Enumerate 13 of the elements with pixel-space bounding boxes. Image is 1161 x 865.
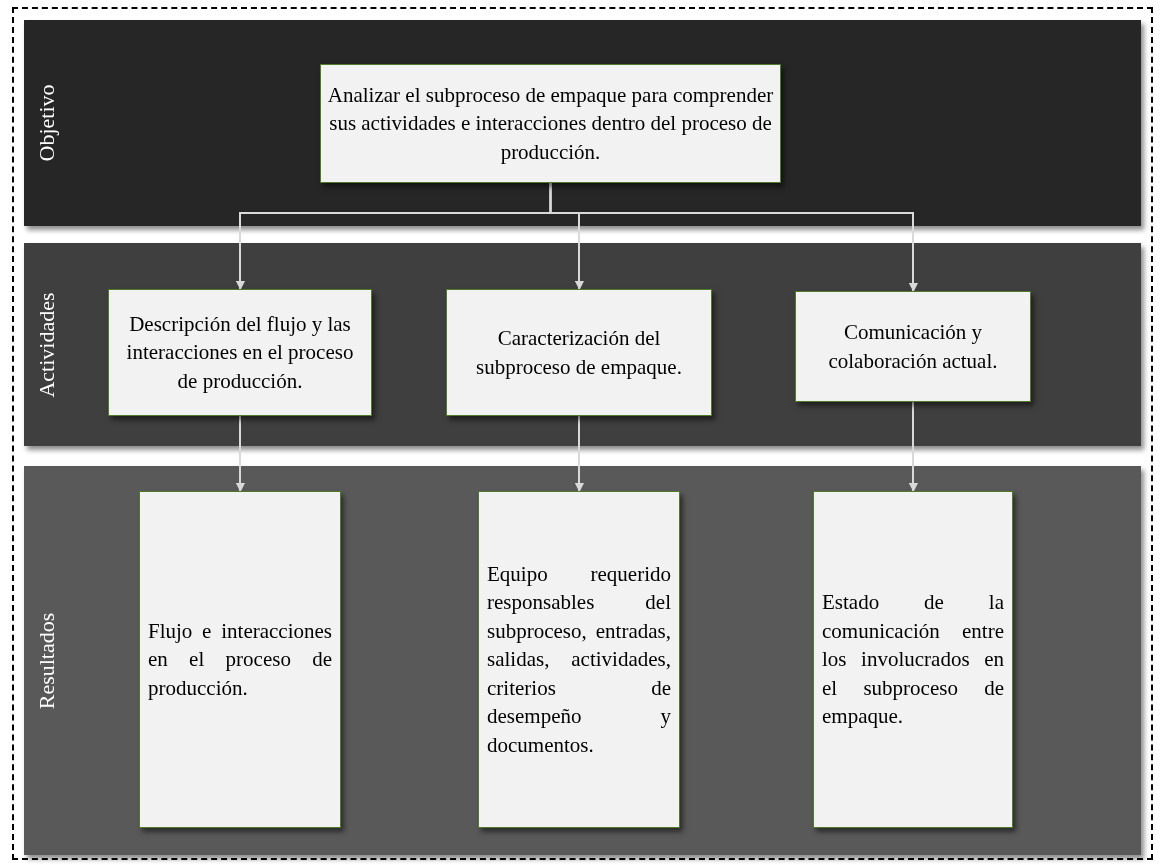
- band-label: Resultados: [36, 612, 58, 709]
- result-box: Flujo e interacciones en el proceso de producción.: [139, 491, 341, 828]
- band-label: Objetivo: [36, 84, 58, 162]
- objective-box: Analizar el subproceso de empaque para comprender sus actividades e interacciones dentro del proceso de producción.: [320, 64, 781, 183]
- band-label: Actividades: [36, 291, 58, 398]
- result-box: Estado de la comunicación entre los involucrados en el subproceso de empaque.: [813, 491, 1013, 828]
- band-background: [24, 20, 1141, 226]
- result-box: Equipo requerido responsables del subproceso, entradas, salidas, actividades, criterios de desempeño y documentos.: [478, 491, 680, 828]
- band-background: [24, 466, 1141, 855]
- activity-box: Comunicación y colaboración actual.: [795, 291, 1031, 402]
- band-background: [24, 243, 1141, 446]
- activity-box: Descripción del flujo y las interacciones en el proceso de producción.: [108, 289, 372, 416]
- activity-box: Caracterización del subproceso de empaque.: [446, 289, 712, 416]
